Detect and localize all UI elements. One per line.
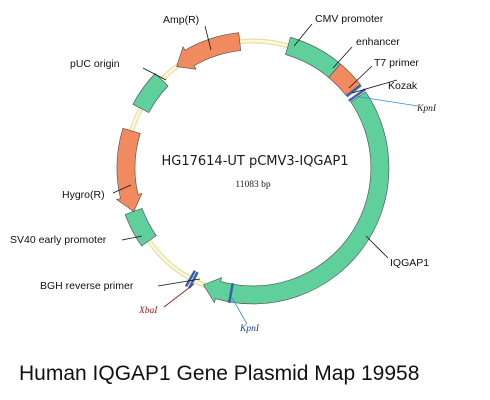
enhancer-leader	[332, 46, 353, 69]
label-amp: Amp(R)	[163, 14, 199, 26]
sv40-leader	[121, 235, 143, 241]
label-xba1: XbaI	[138, 306, 158, 316]
puc-origin-arc	[132, 73, 169, 114]
sv40-promoter-arc	[124, 208, 157, 247]
label-iqgap1: IQGAP1	[390, 257, 429, 269]
amp-leader	[204, 25, 212, 51]
bgh-leader	[157, 278, 201, 287]
kpn1-top-leader	[353, 95, 419, 107]
iqgap1-arc	[202, 91, 390, 305]
label-puc-origin: pUC origin	[70, 58, 120, 70]
label-enhancer: enhancer	[356, 36, 400, 48]
label-cmv-promoter: CMV promoter	[315, 13, 384, 25]
kpn1-bottom-leader	[230, 295, 248, 325]
t7-leader	[348, 65, 373, 89]
label-kpn1-bottom: KpnI	[239, 324, 260, 334]
xba1-marker	[184, 270, 196, 288]
label-kozak: Kozak	[388, 80, 418, 92]
puc-leader	[142, 67, 167, 81]
label-bgh: BGH reverse primer	[40, 280, 134, 292]
kpn1-bottom-marker	[227, 282, 234, 304]
t7-primer-marker	[345, 84, 362, 98]
cmv-leader	[293, 23, 313, 47]
plasmid-name: HG17614-UT pCMV3-IQGAP1	[161, 154, 348, 169]
iqgap1-leader	[365, 235, 389, 259]
label-sv40: SV40 early promoter	[10, 234, 107, 246]
label-t7-primer: T7 primer	[374, 57, 419, 69]
label-hygro: Hygro(R)	[62, 189, 105, 201]
figure-caption: Human IQGAP1 Gene Plasmid Map 19958	[19, 362, 420, 385]
hygro-leader	[112, 184, 132, 194]
kozak-leader	[351, 79, 398, 94]
cmv-promoter-arc	[285, 36, 341, 79]
plasmid-size: 11083 bp	[235, 180, 271, 190]
amp-resistance-arc	[176, 32, 242, 70]
label-kpn1-top: KpnI	[416, 104, 437, 114]
hygro-resistance-arc	[115, 127, 143, 212]
xba1-leader	[163, 283, 195, 308]
kozak-marker	[348, 88, 366, 102]
